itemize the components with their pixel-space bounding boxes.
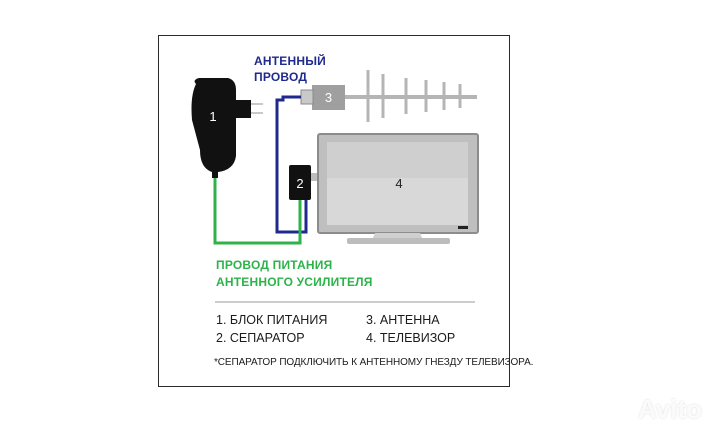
tv-number: 4 (395, 176, 402, 191)
legend-item-antenna: 3. АНТЕННА (366, 313, 440, 327)
antenna-wire-label-line2: ПРОВОД (254, 70, 308, 84)
power-supply: 1 (191, 78, 263, 178)
antenna-connector (300, 89, 314, 105)
separator-number: 2 (296, 176, 303, 191)
separator: 2 (289, 165, 317, 200)
power-supply-cable-exit (212, 172, 218, 178)
footnote: *СЕПАРАТОР ПОДКЛЮЧИТЬ К АНТЕННОМУ ГНЕЗДУ… (214, 357, 534, 368)
tv-power-led (458, 226, 468, 229)
power-wire-label-line1: ПРОВОД ПИТАНИЯ (216, 258, 333, 272)
separator-plug (311, 173, 317, 181)
legend-item-power-supply: 1. БЛОК ПИТАНИЯ (216, 313, 328, 327)
antenna-amplifier-box (312, 85, 345, 110)
tv: 4 (317, 133, 479, 244)
power-supply-number: 1 (209, 109, 216, 124)
antenna-wire-label-line1: АНТЕННЫЙ (254, 54, 326, 68)
power-wire (213, 173, 302, 245)
power-supply-body (191, 78, 236, 172)
power-supply-prong-base (233, 100, 251, 118)
power-wire-label-line2: АНТЕННОГО УСИЛИТЕЛЯ (216, 275, 373, 289)
tv-screen-highlight (327, 142, 468, 178)
avito-watermark: Avito (637, 394, 702, 424)
separator-body (289, 165, 311, 200)
antenna: 3 (300, 70, 477, 122)
legend-item-tv: 4. ТЕЛЕВИЗОР (366, 331, 456, 345)
tv-stand (347, 238, 450, 244)
antenna-number: 3 (325, 90, 332, 105)
antenna-wire (275, 95, 308, 234)
legend-item-separator: 2. СЕПАРАТОР (216, 331, 305, 345)
